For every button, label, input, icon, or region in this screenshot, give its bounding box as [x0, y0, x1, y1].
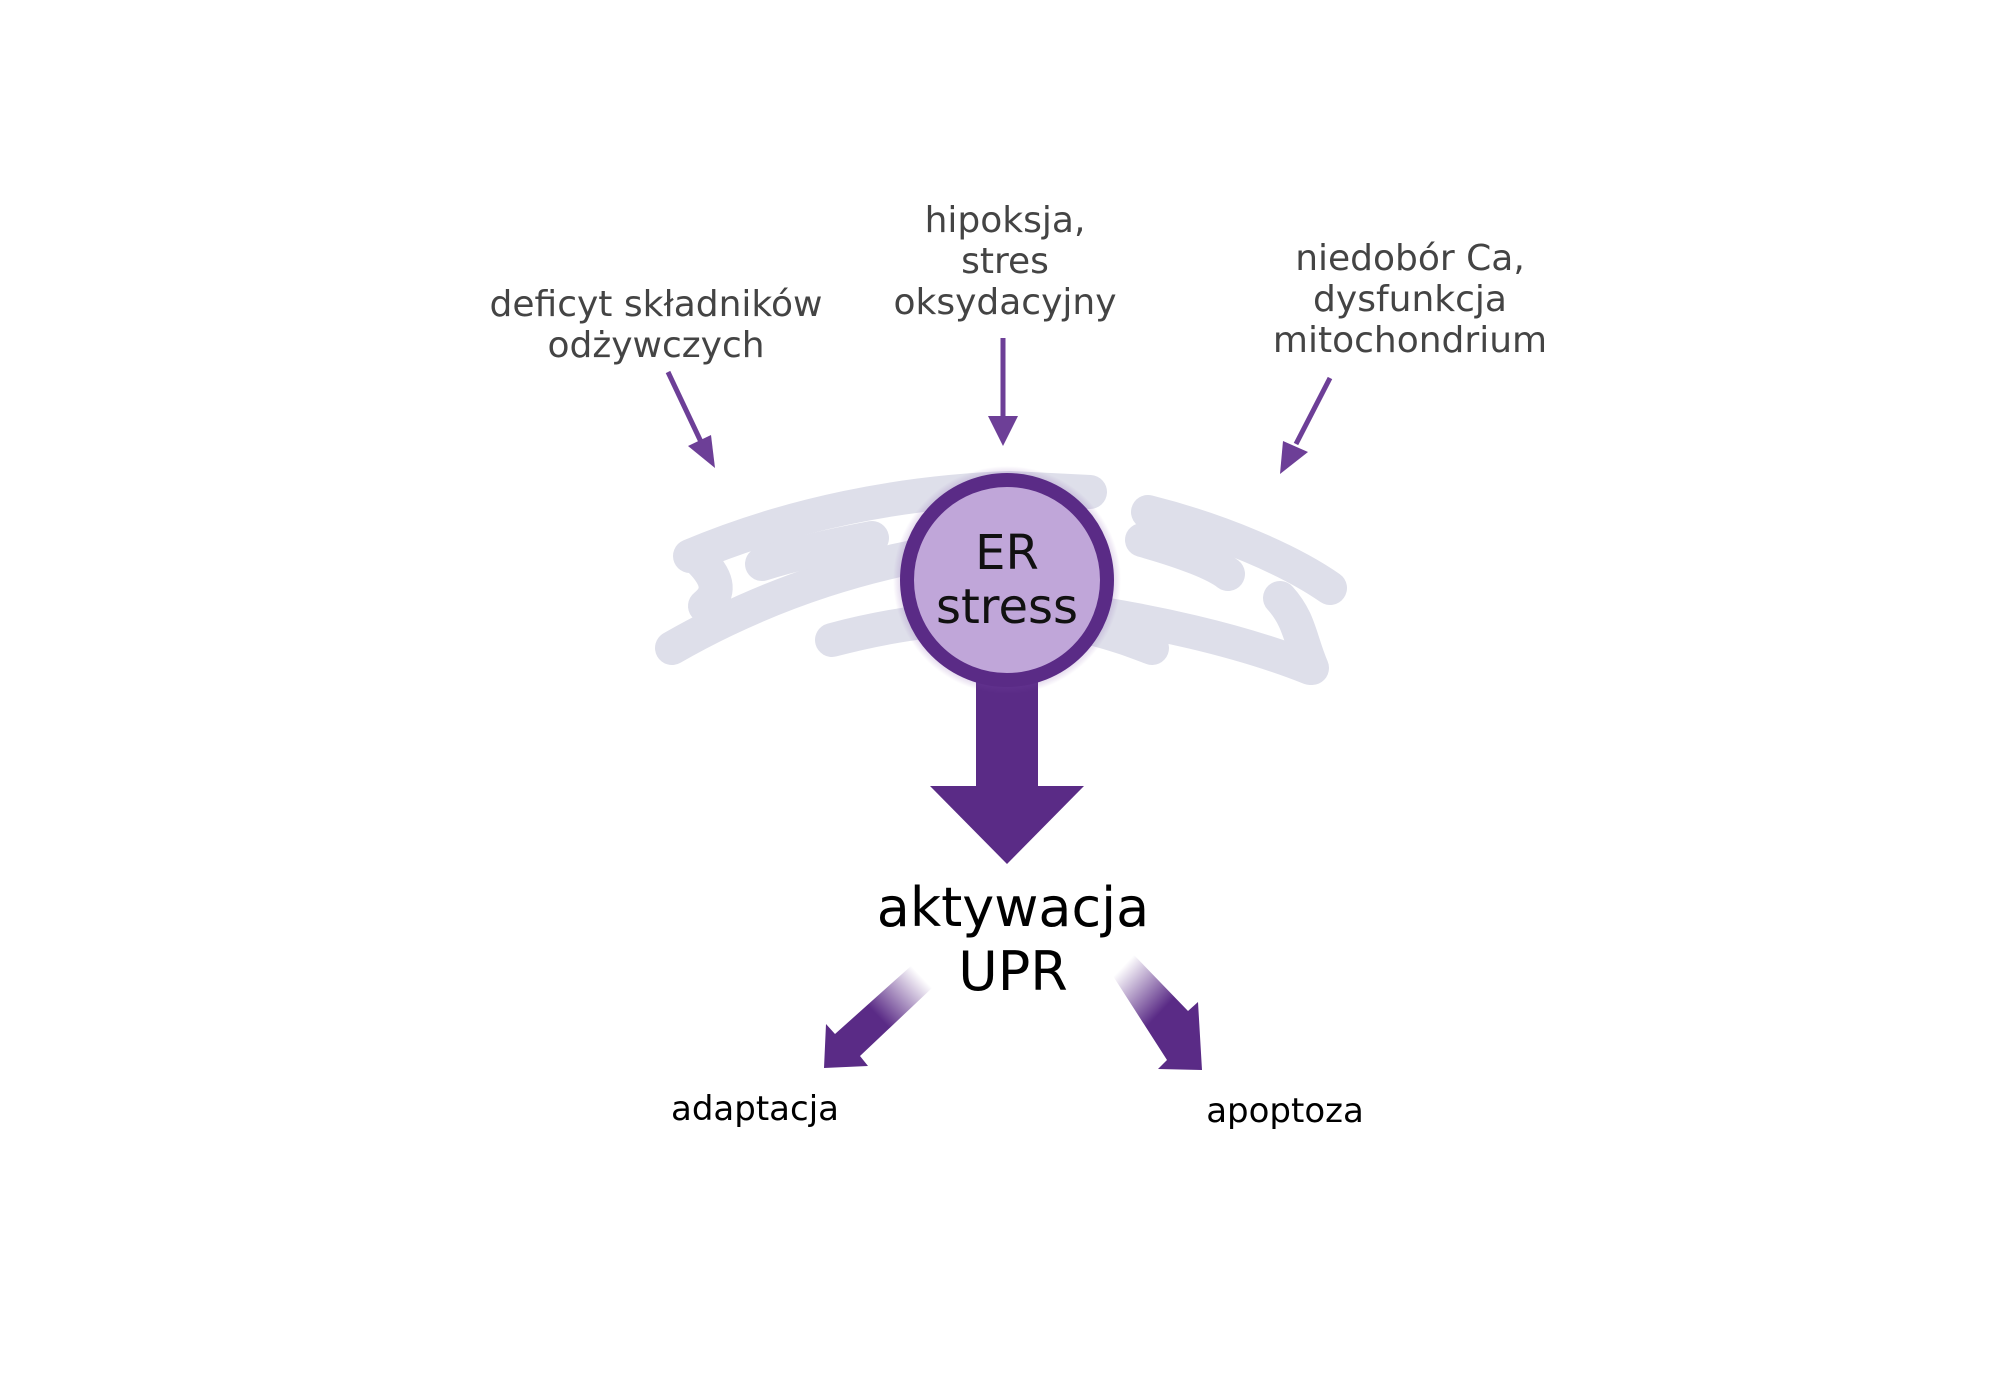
er-membrane-outer-right [1131, 495, 1347, 605]
cause-label-line: dysfunkcja [1313, 279, 1507, 320]
outcome-arrows [824, 955, 1202, 1070]
upr-activation-label: aktywacja UPR [877, 876, 1150, 1004]
outcome-arrow-left [824, 966, 932, 1068]
cause-label-line: hipoksja, [924, 200, 1086, 241]
er-stress-node [893, 466, 1121, 694]
er-membrane-bridge-left [683, 543, 733, 623]
cause-label-line: mitochondrium [1272, 320, 1548, 361]
cause-label-calcium-deficit: niedobór Ca, dysfunkcja mitochondrium [1273, 238, 1547, 361]
outcome-label-apoptosis: apoptoza [1206, 1091, 1364, 1131]
er-stress-label-line: stress [935, 579, 1079, 635]
upr-activation-label-line: aktywacja [876, 876, 1150, 939]
er-stress-label: ER stress [936, 526, 1078, 634]
cause-arrow-right-head [1280, 441, 1308, 474]
cause-arrow-left-shaft [665, 370, 705, 446]
outcome-label-text: adaptacja [671, 1089, 839, 1129]
cause-label-line: stres [961, 241, 1049, 282]
main-arrow-head [930, 786, 1084, 864]
upr-activation-label-line: UPR [958, 940, 1068, 1003]
cause-label-hypoxia: hipoksja, stres oksydacyjny [893, 200, 1116, 323]
cause-arrows [665, 338, 1333, 474]
er-membrane-tail-right [1263, 581, 1329, 685]
cause-label-nutrient-deficit: deficyt składników odżywczych [490, 284, 823, 366]
cause-arrow-left-head [688, 435, 715, 468]
outcome-label-text: apoptoza [1206, 1091, 1364, 1131]
er-stress-circle [900, 473, 1114, 687]
er-membrane-inner-right [1125, 523, 1245, 591]
er-stress-label-line: ER [975, 525, 1039, 581]
cause-arrow-right-shaft [1293, 376, 1333, 446]
cause-label-line: deficyt składników [489, 284, 823, 325]
outcome-arrow-right [1113, 955, 1202, 1070]
cause-label-line: odżywczych [547, 325, 765, 366]
cause-label-line: oksydacyjny [893, 282, 1117, 323]
outcome-label-adaptation: adaptacja [671, 1089, 839, 1129]
er-membrane-inner-left [745, 521, 889, 581]
cause-label-line: niedobór Ca, [1295, 238, 1525, 279]
cause-arrow-middle-head [988, 416, 1018, 446]
